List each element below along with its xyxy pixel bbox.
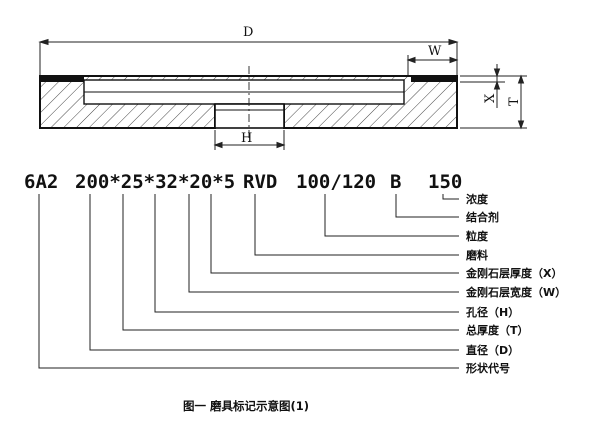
dimension-t-label: T (507, 97, 522, 106)
label-total-thickness: 总厚度（T） (466, 323, 529, 337)
field-labels: 浓度 结合剂 粒度 磨料 金刚石层厚度（X） 金刚石层宽度（W） 孔径（H） 总… (465, 192, 566, 375)
label-layer-thickness: 金刚石层厚度（X） (465, 266, 562, 280)
dimension-x-label: X (483, 93, 498, 103)
dimension-h-label: H (241, 131, 252, 146)
code-abrasive: RVD (243, 171, 277, 193)
label-bore: 孔径（H） (466, 305, 519, 319)
dimension-d (38, 38, 459, 76)
label-abrasive: 磨料 (465, 248, 488, 262)
dimension-w (406, 55, 459, 76)
code-shape: 6A2 (24, 171, 58, 193)
code-concentration: 150 (428, 171, 462, 193)
code-bond: B (390, 171, 401, 193)
leader-lines (38, 194, 459, 369)
marking-code: 6A2 200*25*32*20*5 RVD 100/120 B 150 (24, 171, 462, 193)
dimension-w-label: W (428, 44, 442, 59)
dimension-d-label: D (243, 25, 253, 40)
label-layer-width: 金刚石层宽度（W） (465, 285, 566, 299)
label-diameter: 直径（D） (466, 343, 519, 357)
label-concentration: 浓度 (466, 192, 489, 206)
label-bond: 结合剂 (465, 210, 499, 224)
label-shape-code: 形状代号 (466, 361, 510, 375)
arbor-hole (214, 103, 285, 129)
code-grit: 100/120 (296, 171, 376, 193)
dimension-x-t (460, 64, 527, 130)
code-dimensions: 200*25*32*20*5 (75, 171, 235, 193)
figure-caption: 图一 磨具标记示意图(1) (183, 399, 309, 413)
wheel-cross-section: D W (38, 25, 527, 150)
dimension-h (213, 130, 286, 150)
diamond-layer-left (40, 76, 84, 82)
diamond-layer-right (411, 76, 457, 82)
label-grit: 粒度 (466, 229, 489, 243)
